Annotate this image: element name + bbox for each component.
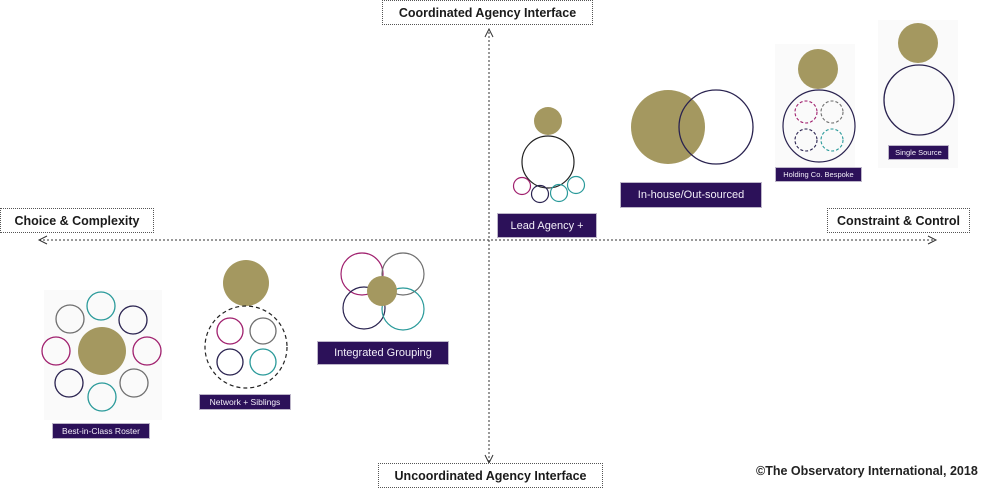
label-lead-agency: Lead Agency + (497, 213, 597, 238)
out-sourced-circle (678, 89, 754, 165)
agency-circle (549, 183, 569, 203)
axis-label-top: Coordinated Agency Interface (382, 0, 593, 25)
label-inhouse-outsourced: In-house/Out-sourced (620, 182, 762, 208)
agency-circle (118, 305, 148, 335)
axis-label-bottom: Uncoordinated Agency Interface (378, 463, 603, 488)
agency-circle (119, 368, 149, 398)
inhouse-outsourced-graphic (631, 89, 754, 165)
agency-circle (342, 286, 386, 330)
label-integrated-grouping: Integrated Grouping (317, 341, 449, 365)
agency-circle (54, 368, 84, 398)
client-circle (367, 276, 397, 306)
holding-co-graphic (775, 44, 856, 174)
agency-circle (340, 252, 384, 296)
client-circle (534, 107, 562, 135)
vertical-axis-top-arrow (484, 27, 494, 38)
client-circle (898, 23, 938, 63)
label-single-source: Single Source (888, 145, 949, 160)
label-holding-co-bespoke: Holding Co. Bespoke (775, 167, 862, 182)
agency-circle (820, 100, 844, 124)
agency-circle (132, 336, 162, 366)
client-circle (798, 49, 838, 89)
in-house-circle (631, 90, 705, 164)
copyright-credit: ©The Observatory International, 2018 (756, 464, 978, 478)
agency-circle (530, 184, 550, 204)
network-boundary (204, 305, 288, 389)
best-in-class-roster-graphic (41, 290, 162, 420)
agency-circle (41, 336, 71, 366)
agency-circle (216, 348, 244, 376)
single-source-graphic (878, 20, 958, 168)
holding-co-boundary (782, 89, 856, 163)
lead-agency-circle (521, 135, 575, 189)
network-siblings-graphic (204, 260, 288, 389)
client-circle (78, 327, 126, 375)
agency-circle (249, 317, 277, 345)
axis-label-left: Choice & Complexity (0, 208, 154, 233)
horizontal-axis-right-arrow (927, 235, 938, 245)
agency-circle (55, 304, 85, 334)
agency-circle (566, 175, 586, 195)
agency-circle (820, 128, 844, 152)
agency-circle (794, 100, 818, 124)
label-best-in-class-roster: Best-in-Class Roster (52, 423, 150, 439)
agency-circle (381, 252, 425, 296)
agency-circle (512, 176, 532, 196)
horizontal-axis-left-arrow (37, 235, 48, 245)
integrated-grouping-graphic (340, 252, 425, 331)
agency-circle (794, 128, 818, 152)
agency-circle (381, 287, 425, 331)
agency-circle (249, 348, 277, 376)
axis-label-right: Constraint & Control (827, 208, 970, 233)
agency-circle (216, 317, 244, 345)
label-network-siblings: Network + Siblings (199, 394, 291, 410)
agency-circle (86, 291, 116, 321)
agency-circle (87, 382, 117, 412)
client-circle (223, 260, 269, 306)
lead-agency-graphic (512, 107, 586, 204)
agency-circle (883, 64, 955, 136)
